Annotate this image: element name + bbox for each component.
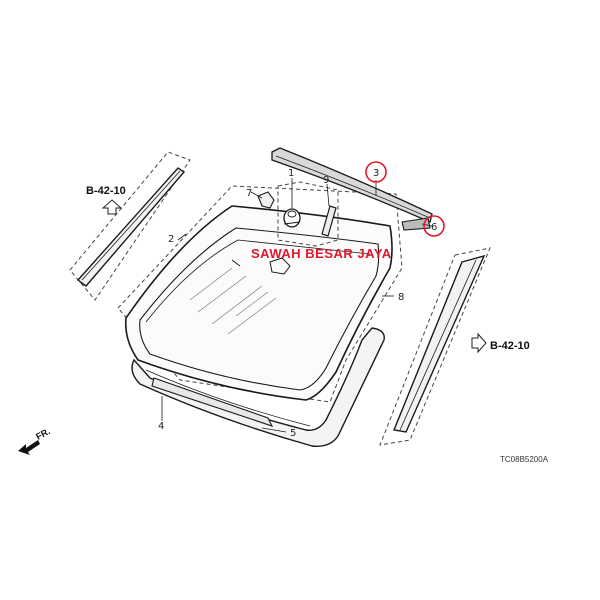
right-pillar-garnish [393,254,486,433]
callout-4: 4 [158,421,164,432]
windshield-frit-band [145,239,371,323]
shop-watermark: SAWAH BESAR JAYA [251,246,392,261]
callout-9: 9 [323,175,329,186]
ref-arrow-left [101,199,123,215]
front-arrow-icon [18,440,40,455]
right-pillar-dashed-outline [379,247,491,446]
callout-8: 8 [398,292,404,303]
left-pillar-dashed-outline [69,151,191,301]
callout-5: 5 [290,428,296,439]
glass-sensor-bracket [269,257,291,275]
callout-7: 7 [246,188,252,199]
clip-part [257,191,275,209]
molding-end-piece [401,217,431,231]
ref-label-left: B-42-10 [86,185,126,197]
lower-seal-strip [151,377,274,427]
windshield-inner-line [139,227,380,391]
drawing-code: TC08B5200A [500,455,549,464]
callout-1: 1 [288,168,294,179]
ref-label-right: B-42-10 [490,340,530,352]
ref-arrow-right [471,332,487,354]
glass-reflection-lines [189,267,277,335]
lower-dam-rubber [131,327,385,447]
left-pillar-garnish-group: B-42-10 [69,151,191,301]
top-molding [271,147,433,223]
callout-2: 2 [168,234,174,245]
windshield-glass [124,205,393,401]
left-pillar-garnish [76,167,186,287]
highlight-circle-6 [423,215,445,237]
mirror-mount-dashed-box [277,181,339,247]
right-pillar-garnish-group: B-42-10 [379,247,530,446]
front-direction-label: FR. [34,426,51,442]
front-direction-indicator: FR. [18,426,52,455]
callout-3: 3 [373,168,379,179]
highlight-circle-3 [365,161,387,183]
mirror-base-part [283,208,301,228]
callout-6: 6 [431,222,437,233]
sensor-cover-part [321,205,337,237]
